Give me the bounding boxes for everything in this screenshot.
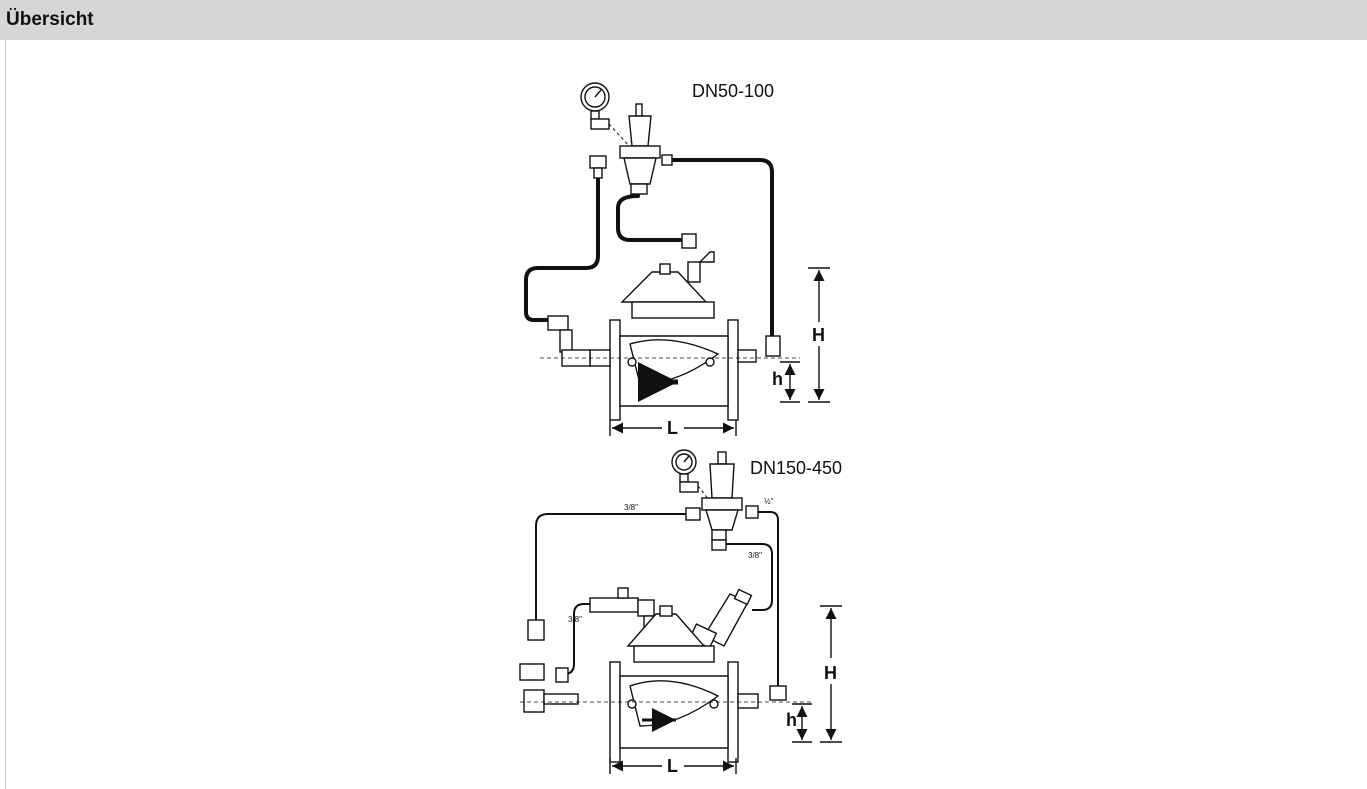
dim-label-H: H bbox=[812, 325, 825, 345]
dimension-L bbox=[609, 420, 737, 436]
pipe-size-pilot-outlet: 3/8" bbox=[748, 551, 762, 560]
pilot-valve bbox=[701, 451, 743, 541]
diagram-dn50-100: DN50-100 bbox=[524, 81, 830, 438]
dim-label-h: h bbox=[786, 710, 797, 730]
dim-label-H: H bbox=[824, 663, 837, 683]
tube-fittings bbox=[547, 154, 781, 357]
dim-label-L: L bbox=[667, 756, 678, 776]
pilot-valve bbox=[619, 103, 661, 195]
pipe-size-right-top: ½" bbox=[764, 497, 774, 506]
diagram-dn150-450: DN150-450 3/8" ½" 3/8" 3/8" bbox=[519, 449, 842, 776]
main-valve-body bbox=[561, 263, 757, 421]
dimension-h bbox=[792, 703, 812, 743]
model-label-dn150-450: DN150-450 bbox=[750, 458, 842, 478]
dim-label-h: h bbox=[772, 369, 783, 389]
pipe-size-left-top: 3/8" bbox=[624, 503, 638, 512]
content-panel bbox=[5, 40, 1367, 789]
section-title: Übersicht bbox=[6, 9, 94, 30]
dimension-h bbox=[780, 361, 800, 403]
pressure-gauge-icon bbox=[671, 449, 699, 493]
strainer-valve bbox=[688, 588, 753, 649]
pressure-gauge-icon bbox=[580, 82, 610, 130]
pipe-size-strainer-line: 3/8" bbox=[568, 615, 582, 624]
dimension-H bbox=[820, 605, 842, 743]
control-tubing bbox=[524, 158, 774, 340]
dimension-H bbox=[808, 267, 830, 403]
model-label-dn50-100: DN50-100 bbox=[692, 81, 774, 101]
dim-label-L: L bbox=[667, 418, 678, 438]
section-header: Übersicht bbox=[0, 0, 1367, 40]
dimension-L bbox=[609, 758, 737, 774]
